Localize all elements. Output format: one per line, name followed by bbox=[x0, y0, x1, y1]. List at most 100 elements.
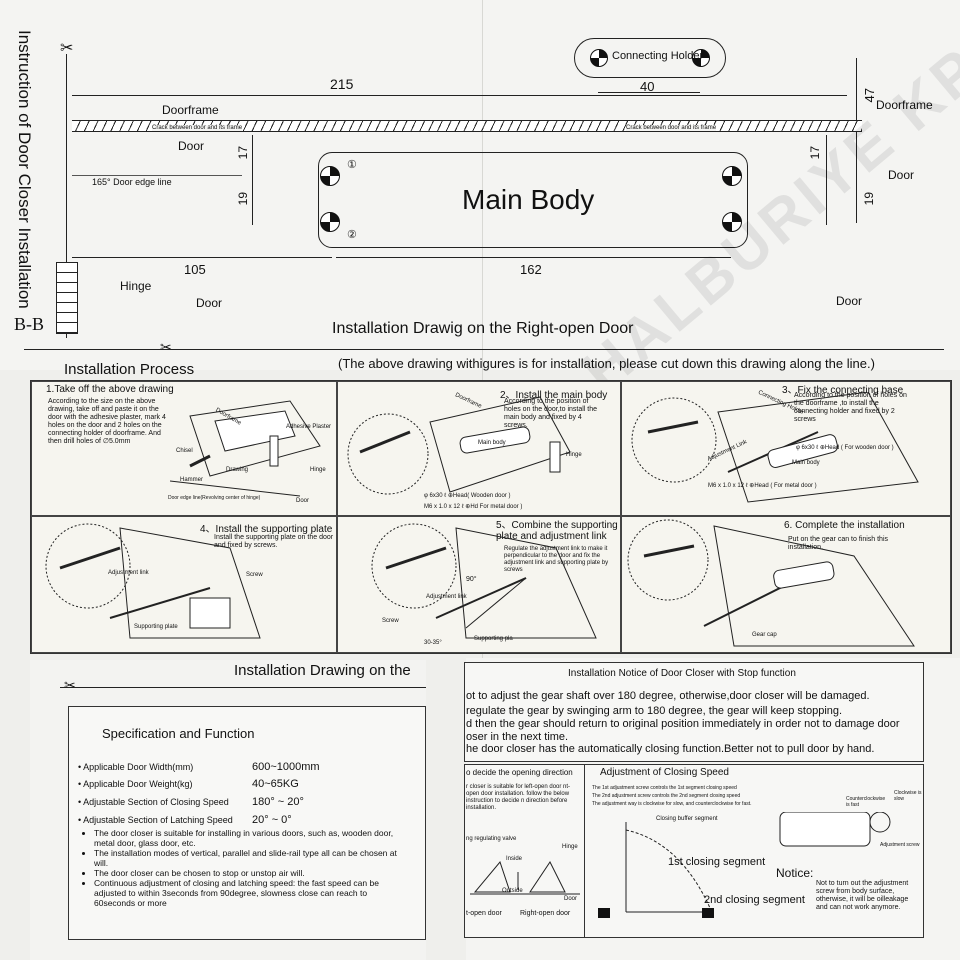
adj-seg2: 2nd closing segment bbox=[704, 894, 805, 906]
hinge-label: Hinge bbox=[120, 279, 152, 293]
drawing-title: Installation Drawig on the Right-open Do… bbox=[332, 320, 634, 337]
step-3-title: 3、Fix the connecting base bbox=[782, 385, 904, 396]
adj-counter: Counterclockwise is fast bbox=[846, 796, 886, 808]
dim-right-vertical bbox=[856, 58, 857, 223]
step-1-desc: According to the size on the above drawi… bbox=[48, 398, 166, 445]
crack-right: Crack between door and its frame bbox=[626, 125, 717, 131]
dim-162: 162 bbox=[520, 262, 542, 277]
main-body-outline bbox=[318, 152, 748, 248]
step-1-adhesive: Adhesive Plaster bbox=[286, 424, 332, 430]
step-5-title: 5、Combine the supporting plate and adjus… bbox=[496, 520, 618, 542]
step-2-cell bbox=[336, 381, 622, 517]
spec-row-1-label: • Applicable Door Width(mm) bbox=[78, 762, 194, 772]
step-5-desc: Regulate the adjustment link to make it … bbox=[504, 546, 609, 573]
main-body-label: Main Body bbox=[462, 184, 595, 215]
step-6-cell bbox=[620, 515, 951, 653]
decide-hinge: Hinge bbox=[562, 844, 578, 850]
decide-outside: Outside bbox=[502, 888, 523, 894]
spec-bullet-2: The installation modes of vertical, para… bbox=[94, 848, 408, 868]
top-drawing-sheet bbox=[0, 0, 960, 370]
adj-screw: Adjustment screw bbox=[880, 842, 920, 848]
step-5-illustration bbox=[371, 523, 597, 639]
adj-title: Adjustment of Closing Speed bbox=[600, 767, 729, 778]
step-2-main-body: Main body bbox=[478, 440, 506, 446]
hole-2-label: ② bbox=[347, 229, 357, 241]
step-2-hinge: Hinge bbox=[566, 452, 582, 458]
step-5-deg90: 90° bbox=[466, 576, 477, 583]
adj-clockwise: Clockwise is slow bbox=[894, 790, 922, 802]
dim-40-line bbox=[598, 92, 700, 93]
adjustment-box bbox=[584, 764, 924, 938]
step-4-screw: Screw bbox=[246, 572, 263, 578]
step-2-desc: According to the position of holes on th… bbox=[504, 398, 598, 429]
dim-105-line bbox=[72, 257, 332, 258]
step-4-title: 4、Install the supporting plate bbox=[200, 524, 333, 535]
step-1-hammer: Hammer bbox=[180, 477, 204, 483]
step-1-title: 1.Take off the above drawing bbox=[46, 384, 174, 395]
step-4-supp-plate: Supporting plate bbox=[134, 624, 178, 630]
spec-bullet-1: The door closer is suitable for installi… bbox=[94, 828, 408, 848]
holder-hole-right-icon bbox=[692, 49, 710, 67]
scissors-icon: ✂ bbox=[60, 40, 74, 57]
adj-line-3: The adjustment way is clockwise for slow… bbox=[592, 801, 752, 807]
dim-215: 215 bbox=[330, 76, 354, 92]
decide-valve: ng regulating valve bbox=[466, 836, 517, 842]
adj-seg1: 1st closing segment bbox=[668, 856, 766, 868]
connecting-holder-label: Connecting Holder bbox=[612, 50, 704, 62]
dim-215-line bbox=[72, 95, 847, 96]
step-6-desc: Put on the gear can to finish this insta… bbox=[788, 536, 889, 551]
decide-right-open: Right-open door bbox=[520, 910, 571, 917]
decide-illustration bbox=[470, 860, 580, 895]
step-2-screw-metal: M6 x 1.0 x 12 ℓ ⊕Hd For metal door ) bbox=[424, 504, 523, 510]
mount-hole-3-icon bbox=[722, 166, 742, 186]
door-bottom-left-label: Door bbox=[196, 296, 223, 310]
step-1-chisel: Chisel bbox=[176, 448, 193, 454]
spec-bullets: The door closer is suitable for installi… bbox=[78, 828, 408, 908]
notice-line-4: oser in the next time. bbox=[466, 731, 569, 743]
step-2-screw-wood: φ 6x30 ℓ ⊕Head( Wooden door ) bbox=[424, 493, 511, 499]
adj-buffer: Closing buffer segment bbox=[656, 816, 718, 822]
step-3-desc: According to the position of holes on th… bbox=[794, 392, 907, 423]
spec-header: Installation Drawing on the bbox=[234, 662, 411, 679]
decide-direction-box bbox=[464, 764, 586, 938]
mount-hole-2-icon bbox=[320, 212, 340, 232]
process-title: Installation Process bbox=[64, 361, 195, 378]
step-3-cell bbox=[620, 381, 951, 517]
step-1-hinge: Hinge bbox=[310, 467, 326, 473]
step-6-gear-cap: Gear cap bbox=[752, 632, 777, 638]
notice-line-1: ot to adjust the gear shaft over 180 deg… bbox=[466, 690, 870, 702]
doorframe-right-label: Doorframe bbox=[876, 98, 933, 112]
spec-bullet-4: Continuous adjustment of closing and lat… bbox=[94, 878, 408, 908]
spec-row-2-value: 40~65KG bbox=[252, 778, 299, 790]
step-1-illustration bbox=[170, 400, 321, 497]
step-5-cell bbox=[336, 515, 622, 653]
decide-title: o decide the opening direction bbox=[466, 768, 573, 777]
mount-hole-4-icon bbox=[722, 212, 742, 232]
step-4-illustration bbox=[45, 523, 261, 639]
step-1-door-edge: Door edge line(Revolving center of hinge… bbox=[168, 495, 261, 501]
step-3-screw-metal: M6 x 1.0 x 12 ℓ ⊕Head ( For metal door ) bbox=[708, 483, 817, 489]
step-5-supp-plate: Supporting pla bbox=[474, 636, 513, 642]
spec-row-4-label: • Adjustable Section of Latching Speed bbox=[78, 815, 233, 825]
spec-row-3-label-text: Adjustable Section of Closing Speed bbox=[83, 797, 229, 807]
step-1-door: Door bbox=[296, 498, 310, 504]
dim-left-vertical bbox=[252, 135, 253, 225]
adj-line-1: The 1st adjustment screw controls the 1s… bbox=[592, 785, 737, 791]
step-3-main-body: Main body bbox=[792, 460, 820, 466]
side-title: Instruction of Door Closer Installation bbox=[15, 30, 34, 309]
step-6-title: 6. Complete the installation bbox=[784, 520, 905, 531]
spec-row-3-value: 180° ~ 20° bbox=[252, 796, 304, 808]
step-5-screw: Screw bbox=[382, 618, 399, 624]
door-top-left-label: Door bbox=[178, 139, 205, 153]
notice-line-3: d then the gear should return to origina… bbox=[466, 718, 900, 730]
adj-line-2: The 2nd adjustment screw controls the 2n… bbox=[592, 793, 741, 799]
door-edge-line-label: 165° Door edge line bbox=[92, 177, 172, 187]
spec-row-3-label: • Adjustable Section of Closing Speed bbox=[78, 797, 229, 807]
spec-row-4-label-text: Adjustable Section of Latching Speed bbox=[83, 815, 233, 825]
step-4-adj-link: Adjustment link bbox=[108, 570, 149, 576]
cut-note: (The above drawing withigures is for ins… bbox=[338, 356, 875, 371]
hinge-shape bbox=[56, 262, 78, 334]
cut-line bbox=[24, 349, 944, 350]
adj-notice-title: Notice: bbox=[776, 866, 814, 880]
step-3-screw-wood: φ 6x30 ℓ ⊕Head ( For wooden door ) bbox=[796, 445, 894, 451]
